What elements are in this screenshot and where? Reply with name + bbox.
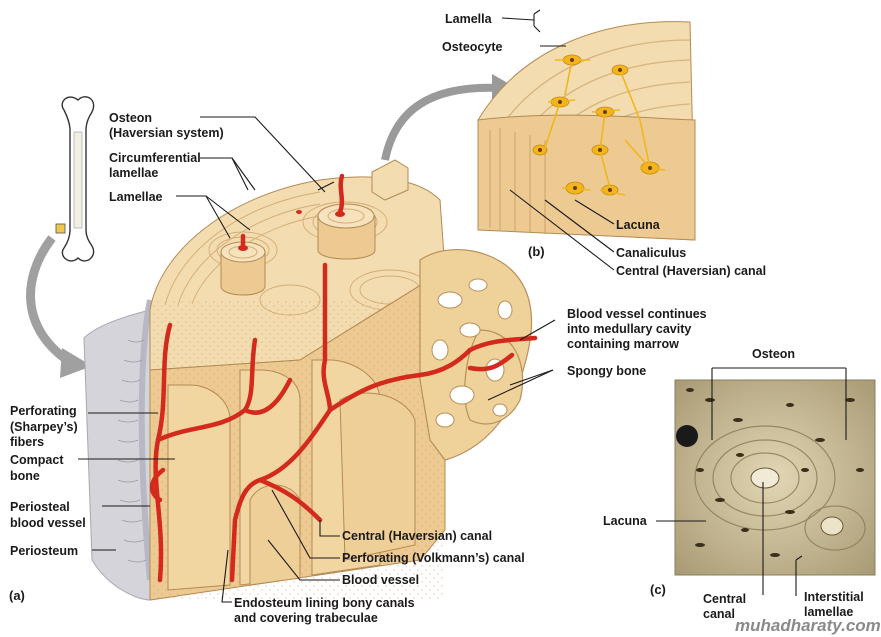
label-interstitial-1: Interstitial xyxy=(804,590,864,604)
arrow-head-block xyxy=(60,348,92,378)
label-perforating-3: fibers xyxy=(10,435,44,449)
central-canal-micro xyxy=(750,467,780,489)
label-lacuna-b: Lacuna xyxy=(616,218,661,232)
label-perforating-1: Perforating xyxy=(10,404,77,418)
leader-lines xyxy=(78,9,847,603)
label-blood-vessel: Blood vessel xyxy=(342,573,419,587)
panel-label-a: (a) xyxy=(9,588,25,603)
label-blood-vessel-continues-1: Blood vessel continues xyxy=(567,307,707,321)
label-osteon-a: Osteon xyxy=(109,111,152,125)
blood-vessels xyxy=(149,173,538,583)
label-canaliculus: Canaliculus xyxy=(616,246,686,260)
label-endosteum-2: and covering trabeculae xyxy=(234,611,378,625)
label-interstitial-2: lamellae xyxy=(804,605,853,619)
arrow-to-panel-b xyxy=(381,83,501,161)
micrograph xyxy=(674,379,876,576)
bone-section-marker xyxy=(55,223,66,234)
bone-block xyxy=(83,159,538,601)
extracted-bone-piece xyxy=(371,159,409,201)
osteon-cylinder-left xyxy=(220,241,266,296)
label-periosteal-2: blood vessel xyxy=(10,516,86,530)
label-circumferential: Circumferential xyxy=(109,151,201,165)
label-central-c-1: Central xyxy=(703,592,746,606)
label-perforating-2: (Sharpey’s) xyxy=(10,420,78,434)
label-lamellae: Lamellae xyxy=(109,190,163,204)
label-spongy-bone: Spongy bone xyxy=(567,364,646,378)
watermark: muhadharaty.com xyxy=(735,616,881,635)
label-haversian-system: (Haversian system) xyxy=(109,126,224,140)
label-compact-2: bone xyxy=(10,469,40,483)
diagram-labels: Lamella Osteocyte Lacuna Canaliculus Cen… xyxy=(9,12,881,635)
label-blood-vessel-continues-3: containing marrow xyxy=(567,337,679,351)
label-central-canal-a: Central (Haversian) canal xyxy=(342,529,492,543)
osteon-cylinder-center xyxy=(317,203,376,260)
periosteum xyxy=(83,309,151,601)
label-central-canal-b: Central (Haversian) canal xyxy=(616,264,766,278)
label-circumferential-lamellae: lamellae xyxy=(109,166,158,180)
label-blood-vessel-continues-2: into medullary cavity xyxy=(567,322,691,336)
label-osteocyte: Osteocyte xyxy=(442,40,502,54)
label-lamella-b: Lamella xyxy=(445,12,493,26)
label-volkmann: Perforating (Volkmann’s) canal xyxy=(342,551,525,565)
label-periosteal-1: Periosteal xyxy=(10,500,70,514)
label-central-c-2: canal xyxy=(703,607,735,621)
label-osteon-c: Osteon xyxy=(752,347,795,361)
panel-label-c: (c) xyxy=(650,582,666,597)
label-lacuna-c: Lacuna xyxy=(603,514,648,528)
label-periosteum: Periosteum xyxy=(10,544,78,558)
osteon-closeup xyxy=(477,21,696,241)
label-endosteum-1: Endosteum lining bony canals xyxy=(234,596,415,610)
panel-label-b: (b) xyxy=(528,244,545,259)
long-bone-icon xyxy=(55,96,95,262)
arrow-to-block xyxy=(26,235,73,366)
label-compact-1: Compact xyxy=(10,453,64,467)
